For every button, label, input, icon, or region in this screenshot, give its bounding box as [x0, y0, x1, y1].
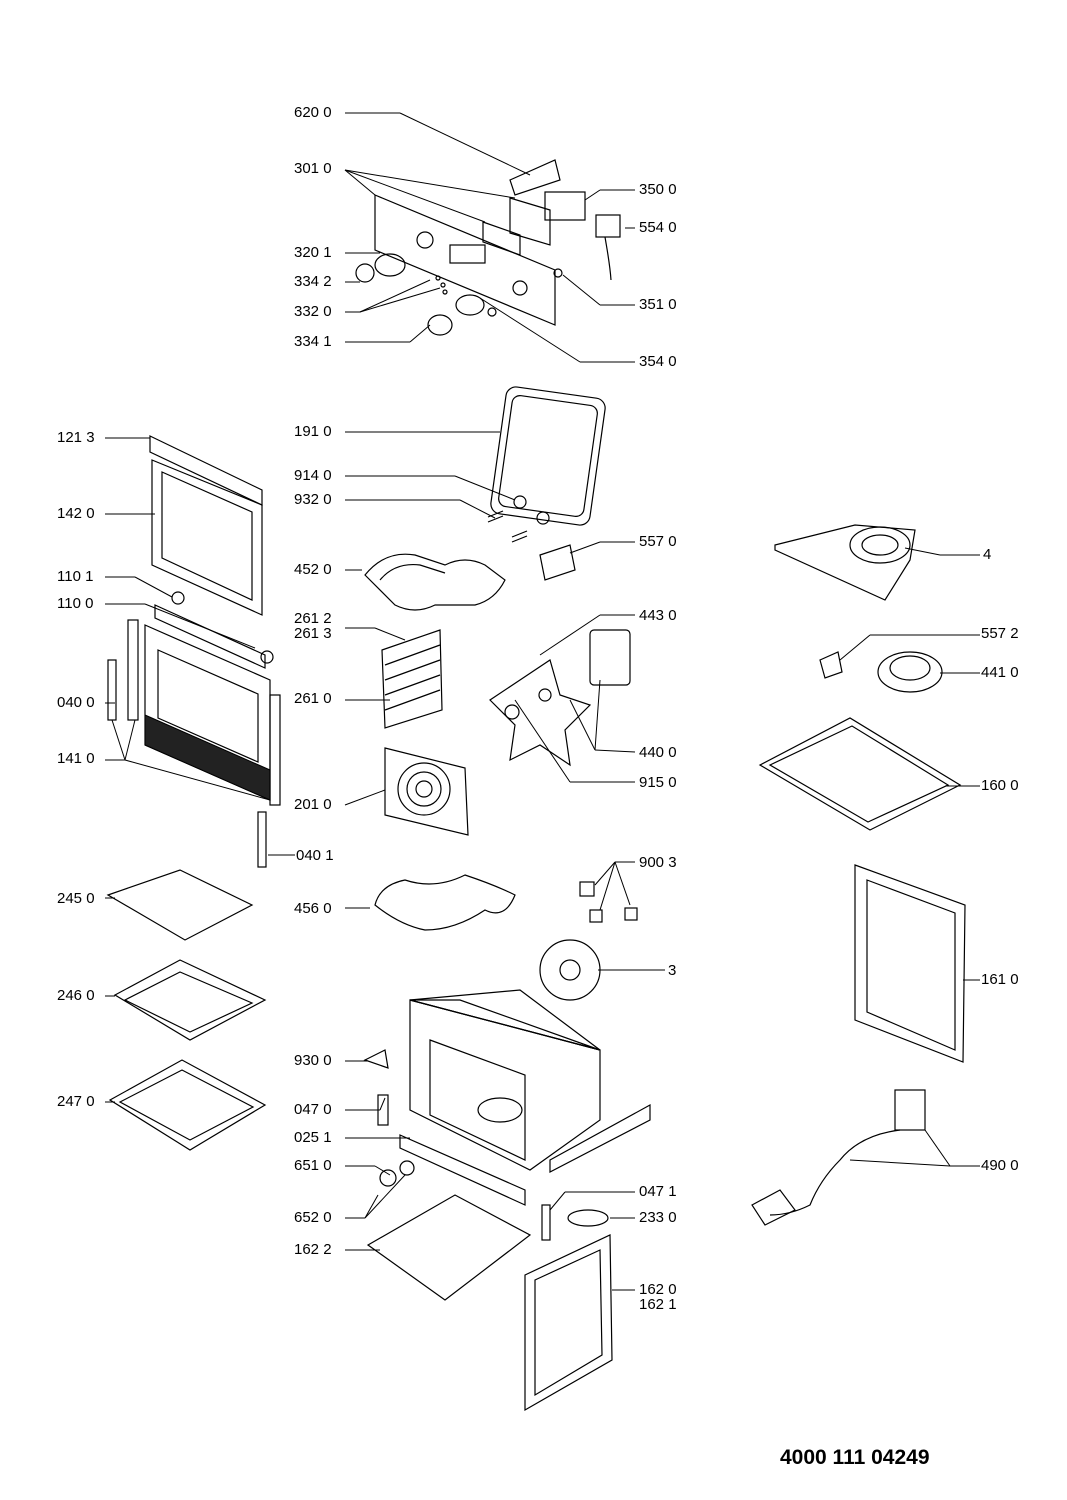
oven-cavity — [363, 989, 651, 1241]
callout-047-1: 047 1 — [639, 1183, 677, 1200]
callout-334-2: 334 2 — [294, 273, 332, 290]
callout-915-0: 915 0 — [639, 774, 677, 791]
callout-441-0: 441 0 — [981, 664, 1019, 681]
callout-452-0: 452 0 — [294, 561, 332, 578]
callout-914-0: 914 0 — [294, 467, 332, 484]
callout-332-0: 332 0 — [294, 303, 332, 320]
callout-233-0: 233 0 — [639, 1209, 677, 1226]
callout-162-0: 162 0 — [639, 1281, 677, 1298]
callout-110-1: 110 1 — [57, 568, 94, 585]
callout-320-1: 320 1 — [294, 244, 332, 261]
shelves — [106, 869, 613, 1412]
callout-121-3: 121 3 — [57, 429, 95, 446]
callout-161-0: 161 0 — [981, 971, 1019, 988]
callout-652-0: 652 0 — [294, 1209, 332, 1226]
cavity-components — [364, 386, 638, 1001]
callout-443-0: 443 0 — [639, 607, 677, 624]
control-panel-assembly — [355, 159, 621, 336]
callout-191-0: 191 0 — [294, 423, 332, 440]
callout-350-0: 350 0 — [639, 181, 677, 198]
callout-620-0: 620 0 — [294, 104, 332, 121]
callout-201-0: 201 0 — [294, 796, 332, 813]
callout-162-1: 162 1 — [639, 1296, 677, 1313]
callout-141-0: 141 0 — [57, 750, 95, 767]
callout-456-0: 456 0 — [294, 900, 332, 917]
door-assembly — [107, 435, 281, 868]
callout-040-0: 040 0 — [57, 694, 95, 711]
callout-440-0: 440 0 — [639, 744, 677, 761]
callout-900-3: 900 3 — [639, 854, 677, 871]
callout-3: 3 — [668, 962, 677, 979]
callout-351-0: 351 0 — [639, 296, 677, 313]
callout-245-0: 245 0 — [57, 890, 95, 907]
callout-040-1: 040 1 — [296, 847, 334, 864]
callout-261-0: 261 0 — [294, 690, 332, 707]
callout-047-0: 047 0 — [294, 1101, 332, 1118]
callout-490-0: 490 0 — [981, 1157, 1019, 1174]
document-number: 4000 111 04249 — [780, 1446, 930, 1469]
callout-301-0: 301 0 — [294, 160, 332, 177]
callout-261-2: 261 2 — [294, 610, 332, 627]
callout-557-0: 557 0 — [639, 533, 677, 550]
callout-247-0: 247 0 — [57, 1093, 95, 1110]
leader-lines — [105, 112, 980, 1291]
right-column-parts — [751, 524, 966, 1226]
callout-930-0: 930 0 — [294, 1052, 332, 1069]
callout-261-3: 261 3 — [294, 625, 332, 642]
callout-4: 4 — [983, 546, 992, 563]
callout-142-0: 142 0 — [57, 505, 95, 522]
callout-110-0: 110 0 — [57, 595, 94, 612]
callout-162-2: 162 2 — [294, 1241, 332, 1258]
callout-354-0: 354 0 — [639, 353, 677, 370]
callout-557-2: 557 2 — [981, 625, 1019, 642]
callout-554-0: 554 0 — [639, 219, 677, 236]
callout-334-1: 334 1 — [294, 333, 332, 350]
callout-025-1: 025 1 — [294, 1129, 332, 1146]
callout-932-0: 932 0 — [294, 491, 332, 508]
callout-160-0: 160 0 — [981, 777, 1019, 794]
callout-651-0: 651 0 — [294, 1157, 332, 1174]
callout-246-0: 246 0 — [57, 987, 95, 1004]
